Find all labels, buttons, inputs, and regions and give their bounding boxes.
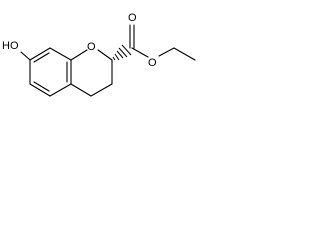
bond-c8a-c8 — [49, 47, 72, 61]
bond-c8-c7-inner — [33, 52, 50, 63]
bond-ester-o-ch2 — [158, 47, 175, 57]
bond-c8-c7 — [29, 47, 51, 61]
bond-ch2-ch3 — [173, 47, 196, 61]
hash-4 — [118, 47, 128, 58]
bond-c3-c4 — [90, 83, 113, 97]
stereo-hashed-bond — [112, 44, 132, 61]
bond-c4-c4a — [70, 83, 92, 97]
bond-c7-oh — [20, 51, 31, 61]
chemical-structure-diagram: HO O O O — [2, 12, 196, 97]
hash-5 — [121, 44, 132, 56]
bond-c5-c4a — [49, 83, 72, 97]
bond-c6-c5-inner — [33, 81, 50, 92]
hash-1 — [112, 56, 116, 61]
hash-2 — [114, 53, 120, 61]
hydroxyl-label: HO — [2, 40, 19, 52]
ring-oxygen-label: O — [87, 41, 96, 53]
bond-c6-c5 — [29, 83, 51, 97]
carbonyl-oxygen-label: O — [128, 12, 137, 24]
benzene-ring — [29, 47, 72, 97]
hash-3 — [116, 50, 124, 59]
bond-o1-c2 — [97, 49, 113, 61]
ester-oxygen-label: O — [148, 57, 157, 69]
bond-c8a-o1 — [70, 49, 88, 61]
ester-group — [129, 24, 196, 61]
pyran-ring — [70, 49, 113, 97]
bond-carbonyl-ester-o — [131, 47, 149, 58]
